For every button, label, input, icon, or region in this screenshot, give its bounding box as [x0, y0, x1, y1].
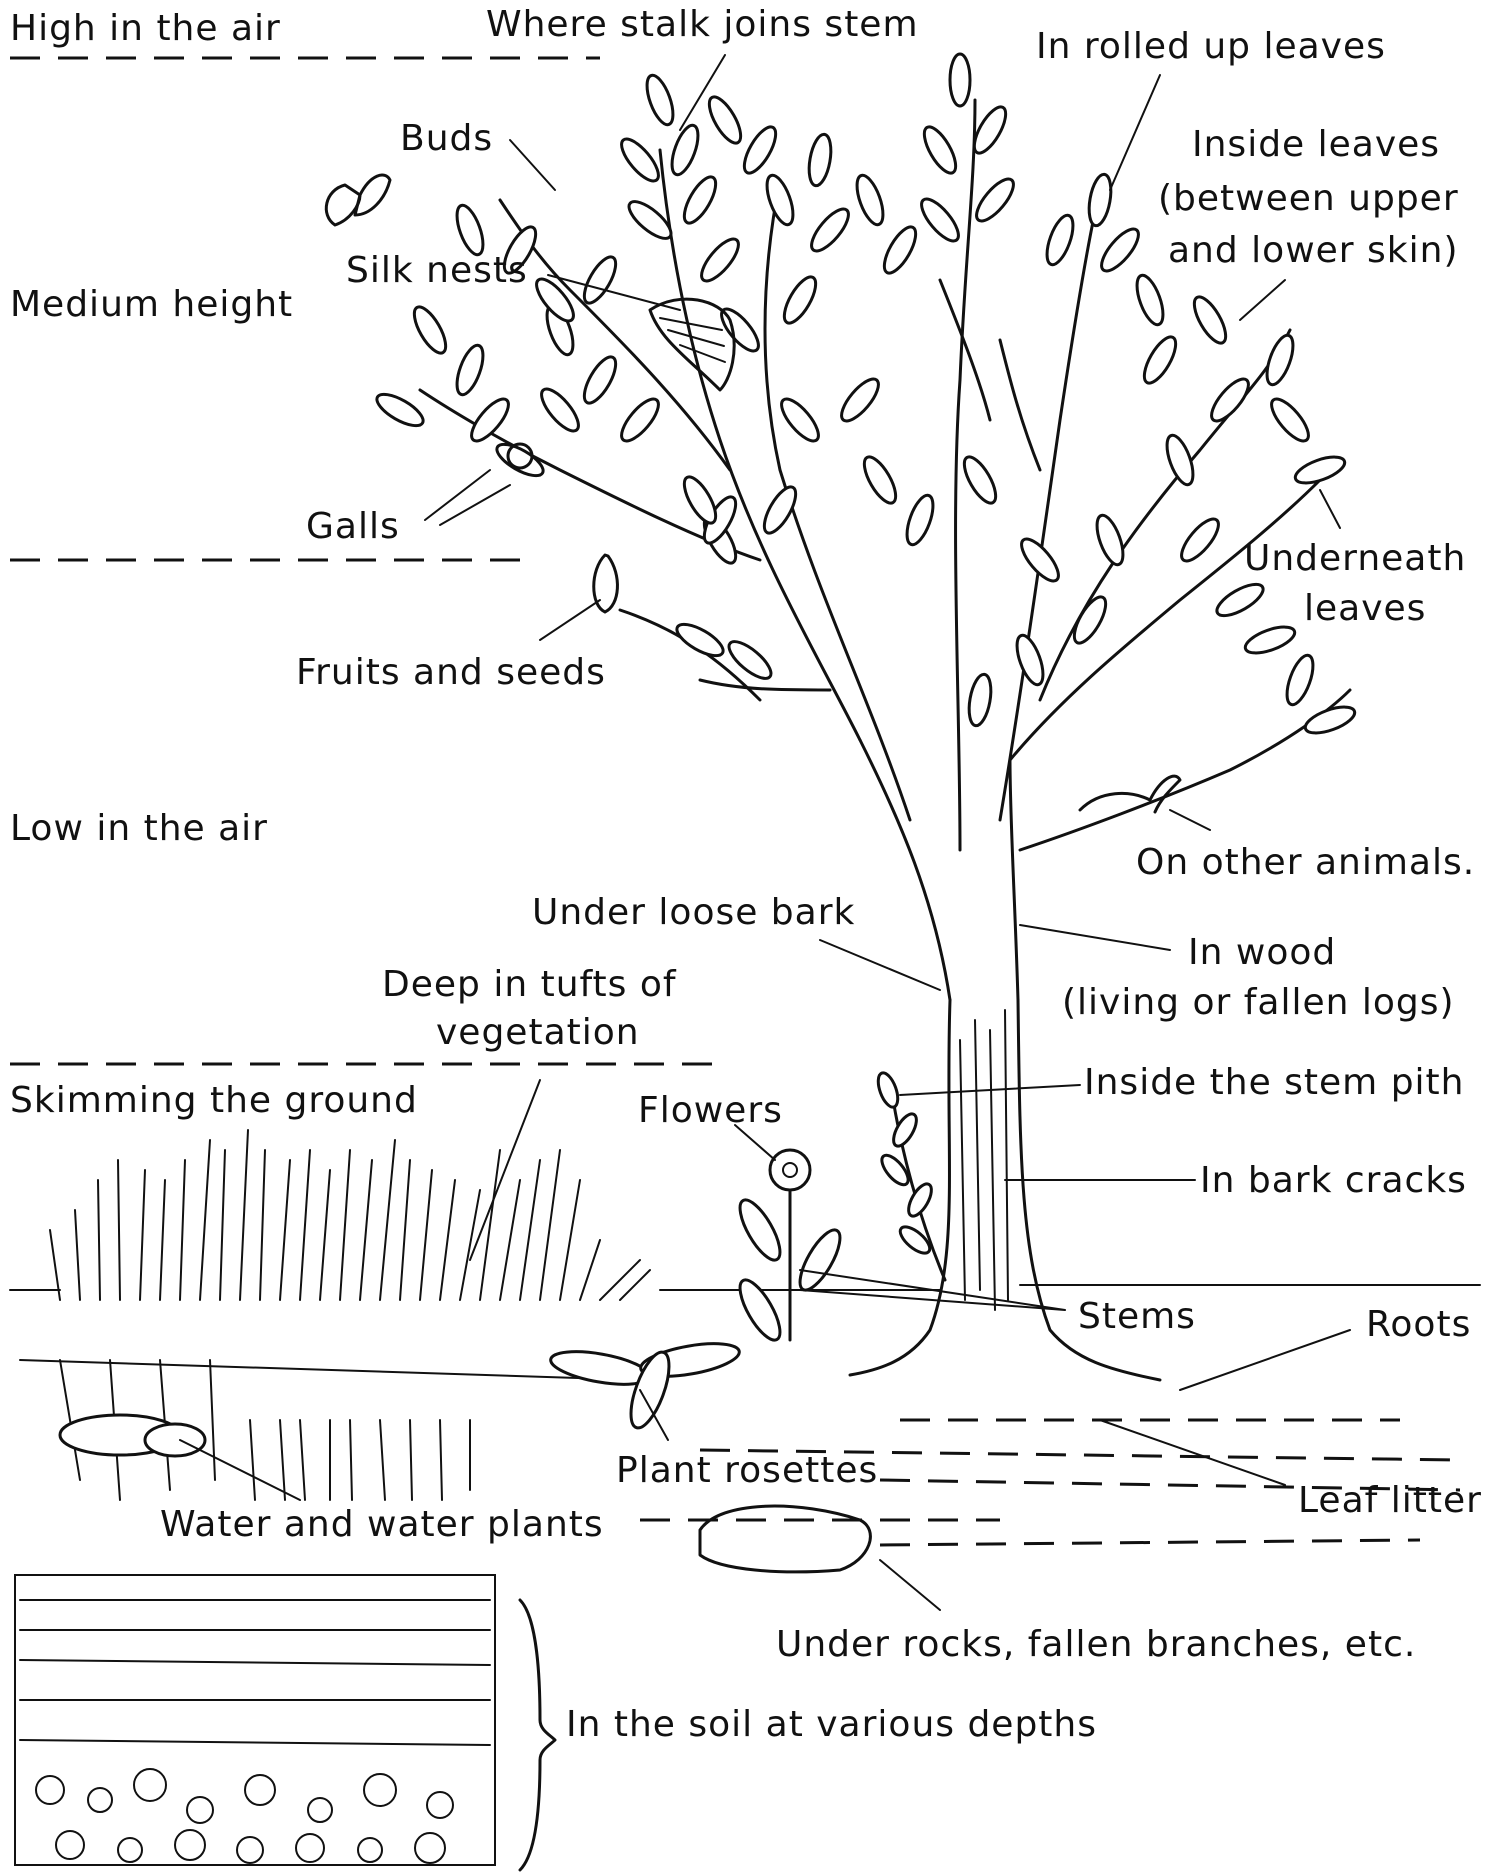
label-flowers: Flowers — [638, 1090, 783, 1131]
label-leaf-litter: Leaf litter — [1298, 1480, 1482, 1521]
label-bark-cracks: In bark cracks — [1200, 1160, 1467, 1201]
label-galls: Galls — [306, 506, 400, 547]
label-plant-rosettes: Plant rosettes — [616, 1450, 878, 1491]
label-stem-pith: Inside the stem pith — [1084, 1062, 1464, 1103]
label-inside-leaves-2: (between upper — [1158, 178, 1459, 219]
zone-label-skimming: Skimming the ground — [10, 1080, 418, 1121]
label-underneath-1: Underneath — [1244, 538, 1466, 579]
label-where-stalk: Where stalk joins stem — [486, 4, 919, 45]
label-underneath-2: leaves — [1304, 588, 1426, 629]
label-inside-leaves-1: Inside leaves — [1192, 124, 1440, 165]
label-silk-nests: Silk nests — [346, 250, 528, 291]
label-under-rocks: Under rocks, fallen branches, etc. — [776, 1624, 1416, 1665]
zone-label-high: High in the air — [10, 8, 281, 49]
label-loose-bark: Under loose bark — [532, 892, 855, 933]
label-tufts-2: vegetation — [436, 1012, 640, 1053]
zone-label-medium: Medium height — [10, 284, 293, 325]
label-in-wood-1: In wood — [1188, 932, 1336, 973]
zone-label-low: Low in the air — [10, 808, 268, 849]
label-roots: Roots — [1366, 1304, 1471, 1345]
label-in-wood-2: (living or fallen logs) — [1062, 982, 1455, 1023]
label-stems: Stems — [1078, 1296, 1196, 1337]
label-soil: In the soil at various depths — [566, 1704, 1097, 1745]
label-buds: Buds — [400, 118, 493, 159]
label-fruits-seeds: Fruits and seeds — [296, 652, 606, 693]
label-water: Water and water plants — [160, 1504, 604, 1545]
label-other-animals: On other animals. — [1136, 842, 1475, 883]
label-inside-leaves-3: and lower skin) — [1168, 230, 1459, 271]
label-rolled-leaves: In rolled up leaves — [1036, 26, 1386, 67]
ground-illustration — [10, 1130, 1480, 1870]
label-tufts-1: Deep in tufts of — [382, 964, 677, 1005]
butterfly-icon — [326, 175, 390, 225]
